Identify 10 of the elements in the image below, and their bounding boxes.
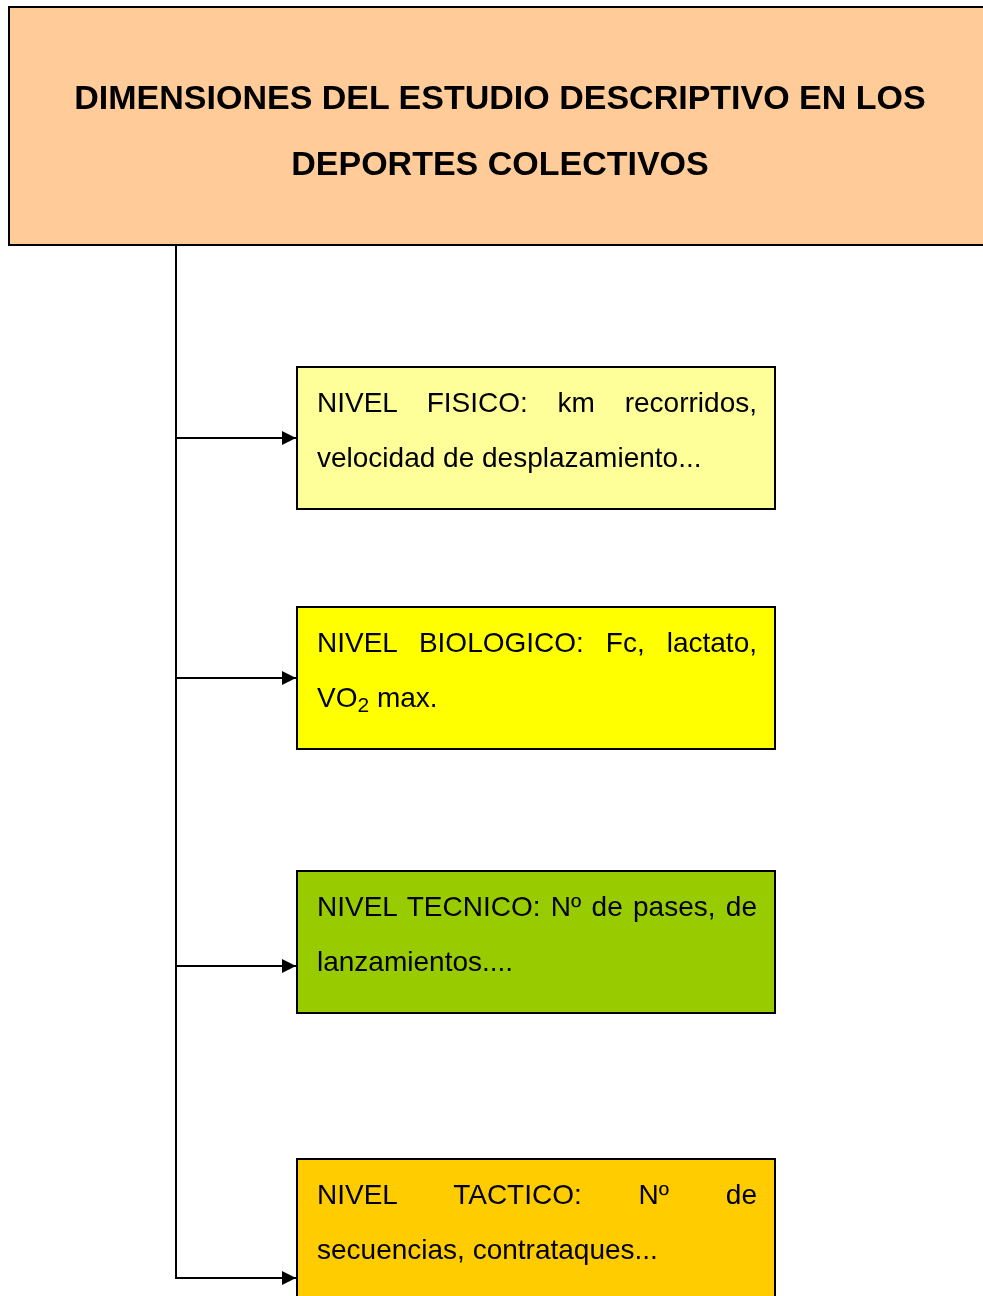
level-box [296,870,776,1014]
heading-text: DIMENSIONES DEL ESTUDIO DESCRIPTIVO EN LOS DEPORTES COLECTIVOS [73,77,927,184]
level-box [296,1158,776,1296]
level-text: NIVEL TECNICO: Nº de pases, de lanzamientos.... [317,890,757,979]
level-text: NIVEL TACTICO: Nº de secuencias, contrataques... [317,1178,757,1267]
level-box [296,606,776,750]
level-text: NIVEL FISICO: km recorridos, velocidad de desplazamiento... [317,386,757,475]
level-box [296,366,776,510]
title-box [8,6,983,246]
level-text: NIVEL BIOLOGICO: Fc, lactato, VO$_{2}$ max. [317,626,757,719]
